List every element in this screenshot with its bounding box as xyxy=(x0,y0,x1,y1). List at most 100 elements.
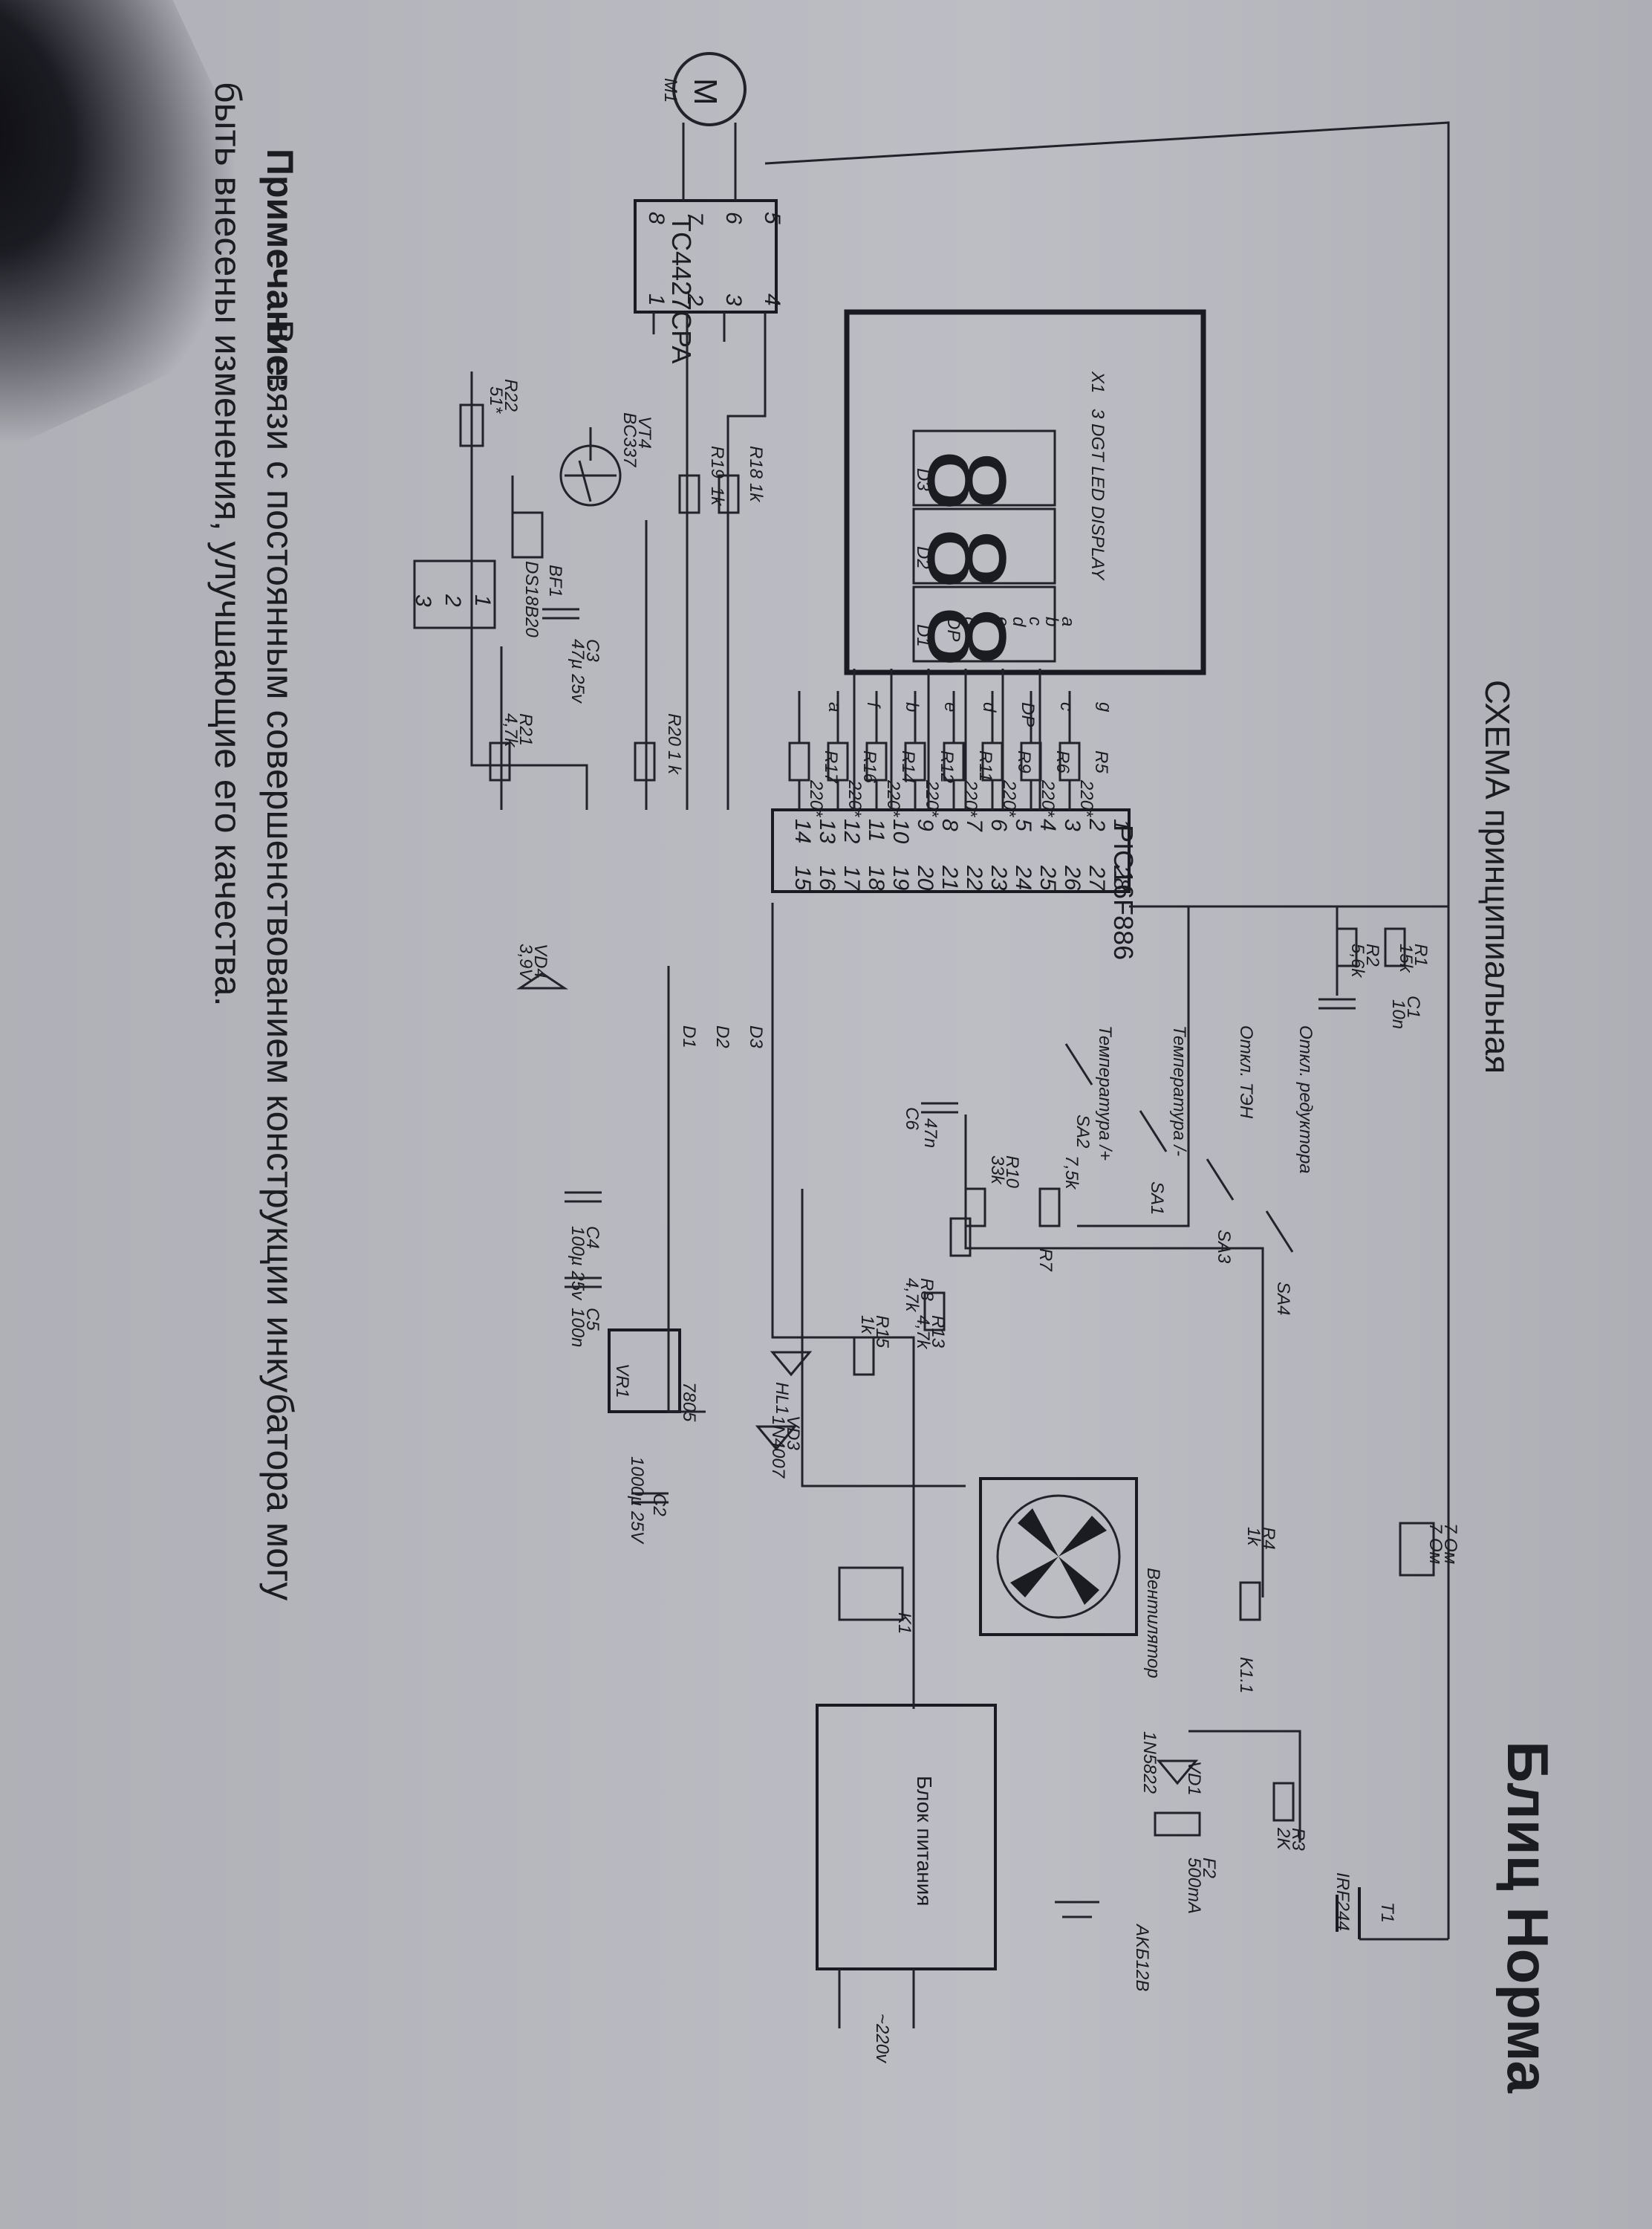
svg-text:3 DGT LED DISPLAY: 3 DGT LED DISPLAY xyxy=(1087,409,1108,581)
svg-text:R20: R20 xyxy=(664,713,684,747)
page-title: СХЕМА принципиальная xyxy=(1478,680,1517,1074)
segment-resistor-name: R6 xyxy=(1053,750,1073,773)
segment-resistor-seg: e xyxy=(940,702,960,712)
capacitor-c5: C5 100n xyxy=(565,1276,602,1347)
diode-vd1 xyxy=(1156,1759,1199,1785)
mcu-pin-right: 26 xyxy=(1060,865,1084,891)
switch-label: Температура /- xyxy=(1169,1025,1189,1156)
segment-label: a xyxy=(1058,617,1078,626)
svg-text:1k: 1k xyxy=(707,487,727,507)
svg-text:Вентилятор: Вентилятор xyxy=(1143,1568,1163,1678)
svg-text:C1: C1 xyxy=(1403,996,1423,1019)
svg-text:F2: F2 xyxy=(1199,1858,1219,1878)
driver-pin: 4 xyxy=(760,293,784,306)
resistor-r7 xyxy=(1038,1187,1061,1227)
segment-label: d xyxy=(1009,617,1029,627)
led-digit-glyph: 8 xyxy=(905,450,1030,511)
segment-resistor xyxy=(788,742,810,782)
fuse-f2 xyxy=(1154,1811,1201,1837)
mcu-pin-left: 11 xyxy=(864,819,888,842)
svg-text:VD4: VD4 xyxy=(530,944,550,979)
svg-text:K1: K1 xyxy=(894,1612,914,1634)
svg-text:7805: 7805 xyxy=(679,1382,699,1422)
segment-resistor-value: 220* xyxy=(883,779,903,817)
svg-text:1k: 1k xyxy=(857,1315,877,1335)
svg-text:M1: M1 xyxy=(660,78,680,103)
segment-resistor-seg: a xyxy=(825,702,845,712)
svg-text:1k: 1k xyxy=(746,483,766,503)
switch-name: SA2 xyxy=(1073,1114,1093,1148)
capacitor-c2: C2 1000µ 25V xyxy=(627,1456,669,1545)
mcu-pin-right: 23 xyxy=(986,865,1011,891)
svg-text:7 Ом: 7 Ом xyxy=(1425,1523,1446,1564)
svg-text:R18: R18 xyxy=(746,446,766,479)
segment-resistor-value: 220* xyxy=(960,779,981,817)
segment-resistor-value: 220* xyxy=(922,779,942,817)
svg-text:4,7k: 4,7k xyxy=(913,1315,933,1350)
driver-pin: 2 xyxy=(683,293,707,306)
sensor-ds18b20: DS18B20 1 2 3 xyxy=(411,559,542,637)
resistor-r1 xyxy=(1384,927,1406,967)
svg-text:C6: C6 xyxy=(902,1107,922,1130)
segment-label: b xyxy=(1041,617,1061,626)
svg-text:~220v: ~220v xyxy=(872,2014,892,2064)
driver-pin: 5 xyxy=(760,212,784,224)
driver-pin: 8 xyxy=(644,212,669,224)
segment-label: DP xyxy=(943,617,963,641)
svg-text:100n: 100n xyxy=(568,1308,588,1347)
switch-name: SA4 xyxy=(1273,1282,1293,1315)
capacitor-c4: C4 100µ 25v xyxy=(565,1191,602,1301)
svg-text:7,5k: 7,5k xyxy=(1061,1155,1082,1190)
segment-resistor-name: R11 xyxy=(975,750,995,782)
svg-text:R7: R7 xyxy=(1035,1248,1056,1272)
svg-text:R8: R8 xyxy=(917,1278,937,1301)
resistor-r19 xyxy=(678,474,700,514)
svg-text:VD1: VD1 xyxy=(1184,1761,1204,1796)
led-digit-glyph: 8 xyxy=(905,606,1030,667)
resistor-r8 xyxy=(949,1217,972,1257)
svg-text:3: 3 xyxy=(411,594,435,607)
svg-text:R22: R22 xyxy=(501,379,521,412)
svg-text:R15: R15 xyxy=(872,1315,892,1349)
note-label: Примечание: xyxy=(259,149,301,389)
svg-text:R21: R21 xyxy=(516,713,536,746)
mcu-pin-left: 1 xyxy=(1109,819,1134,831)
svg-text:Блок питания: Блок питания xyxy=(913,1776,936,1906)
segment-resistor-name: R14 xyxy=(898,750,918,783)
driver-pin: 7 xyxy=(683,212,707,225)
svg-text:HL1: HL1 xyxy=(772,1382,792,1415)
mcu-pin-right: 22 xyxy=(962,865,986,891)
regulator-7805: 7805 VR1 xyxy=(608,1328,699,1422)
motor-m1: M M1 xyxy=(660,52,747,201)
power-supply-block: Блок питания ~220v xyxy=(816,1704,997,2064)
svg-text:47µ 25v: 47µ 25v xyxy=(568,639,588,704)
digit-line-label: D2 xyxy=(712,1025,732,1048)
mcu-pin-left: 4 xyxy=(1035,819,1060,831)
mosfet-t1: T1 IRF244 xyxy=(1333,1872,1397,1939)
svg-text:R3: R3 xyxy=(1288,1828,1308,1851)
svg-text:33k: 33k xyxy=(987,1155,1007,1186)
mcu-pin-right: 21 xyxy=(937,865,962,890)
mcu-pin-left: 7 xyxy=(962,819,986,832)
digit-line-label: D1 xyxy=(679,1025,699,1048)
led-digit xyxy=(912,507,1056,585)
resistor-r4 xyxy=(1239,1581,1261,1621)
svg-text:IRF244: IRF244 xyxy=(1333,1872,1353,1931)
segment-resistor-name: R5 xyxy=(1091,750,1111,773)
svg-text:47n: 47n xyxy=(920,1118,940,1148)
svg-text:3,9V: 3,9V xyxy=(516,944,536,982)
svg-text:1000µ 25V: 1000µ 25V xyxy=(627,1456,647,1545)
led-digit-glyph: 8 xyxy=(905,528,1030,589)
mcu-pin-left: 10 xyxy=(888,819,913,844)
segment-label: f xyxy=(976,617,996,623)
segment-resistor-value: 220* xyxy=(806,779,826,817)
capacitor-c1: C1 10n xyxy=(1318,996,1423,1029)
resistor-r3 xyxy=(1272,1782,1295,1822)
svg-text:DS18B20: DS18B20 xyxy=(521,561,542,637)
note-line-1: В связи с постоянным совершенствованием … xyxy=(259,319,301,1600)
mcu-pin-left: 14 xyxy=(790,819,815,843)
